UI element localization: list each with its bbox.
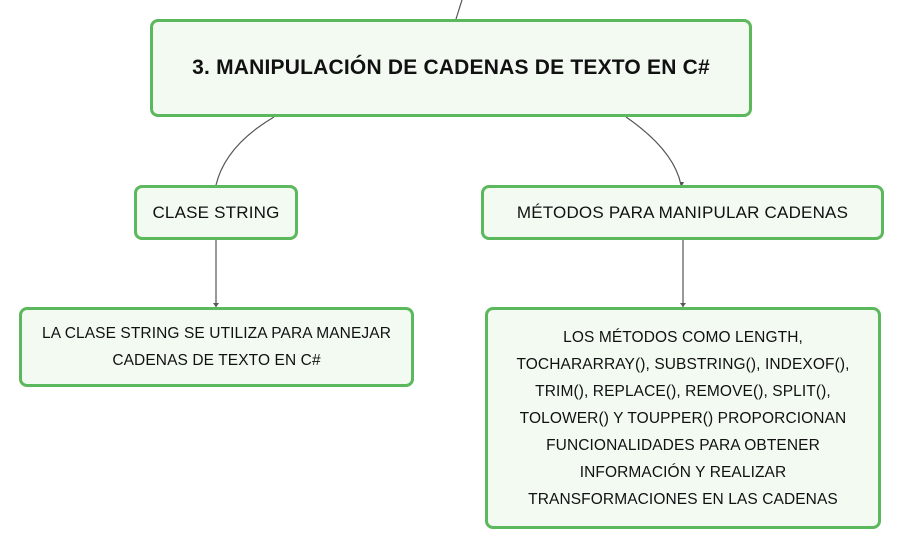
detail-node-clase-string[interactable]: LA CLASE STRING SE UTILIZA PARA MANEJAR … [19,307,414,387]
topic-label-metodos: MÉTODOS PARA MANIPULAR CADENAS [516,202,849,222]
topic-node-clase-string[interactable]: CLASE STRING [134,185,298,240]
connector-root-to-metodos [625,116,682,186]
connector-root-to-clase-string [215,116,275,186]
detail-text-clase-string: LA CLASE STRING SE UTILIZA PARA MANEJAR … [41,325,392,369]
detail-node-metodos[interactable]: LOS MÉTODOS COMO LENGTH, TOCHARARRAY(), … [485,307,881,529]
arrow-head-metodos-detail [680,303,686,307]
root-topic-label: 3. MANIPULACIÓN DE CADENAS DE TEXTO EN C… [192,56,710,79]
detail-text-metodos: LOS MÉTODOS COMO LENGTH, TOCHARARRAY(), … [516,328,850,508]
arrow-head-clase-string-detail [213,303,219,307]
topic-label-clase-string: CLASE STRING [152,202,280,222]
arrow-head-metodos [680,182,684,186]
root-topic-node[interactable]: 3. MANIPULACIÓN DE CADENAS DE TEXTO EN C… [150,19,752,117]
connector-parent-to-root [455,0,463,20]
topic-node-metodos[interactable]: MÉTODOS PARA MANIPULAR CADENAS [481,185,884,240]
